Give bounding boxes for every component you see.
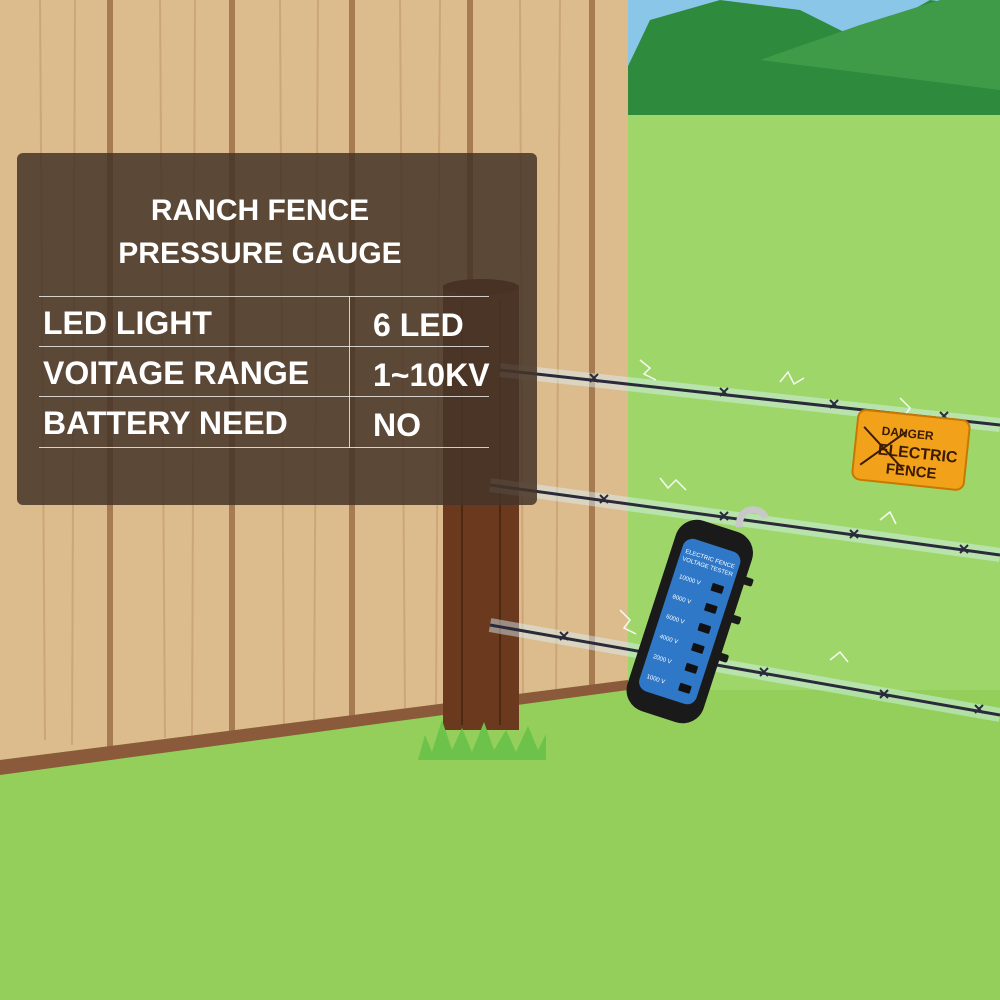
spec-value: 6 LED xyxy=(373,307,464,343)
sign-line-3: FENCE xyxy=(885,460,937,482)
wire-barbs xyxy=(559,373,984,714)
tester-level-5: 2000 V xyxy=(652,654,672,666)
tester-level-4: 4000 V xyxy=(659,634,679,646)
spec-panel xyxy=(17,153,537,505)
tester-level-3: 6000 V xyxy=(665,614,685,626)
panel-title-line-2: PRESSURE GAUGE xyxy=(118,237,402,270)
voltage-tester: ELECTRIC FENCE VOLTAGE TESTER 10000 V 80… xyxy=(626,506,769,724)
spec-value: NO xyxy=(373,407,421,443)
spec-value: 1~10KV xyxy=(373,357,490,393)
tester-level-2: 8000 V xyxy=(672,594,692,606)
spec-label: VOITAGE RANGE xyxy=(43,355,310,391)
danger-sign: DANGER ELECTRIC FENCE xyxy=(851,409,971,491)
tester-level-6: 1000 V xyxy=(646,674,666,686)
panel-title-line-1: RANCH FENCE xyxy=(150,194,370,227)
electric-sparks xyxy=(619,359,911,663)
spec-label: LED LIGHT xyxy=(43,305,212,341)
grass-tuft xyxy=(418,720,546,760)
hills-far xyxy=(760,0,1000,90)
spec-row-led-light: LED LIGHT 6 LED xyxy=(39,296,489,347)
spec-label: BATTERY NEED xyxy=(43,405,288,441)
spec-row-voltage-range: VOITAGE RANGE 1~10KV xyxy=(39,346,490,397)
spec-column-divider xyxy=(349,296,350,448)
spec-row-battery-need: BATTERY NEED NO xyxy=(39,396,489,448)
tester-led-slots xyxy=(678,583,725,694)
sign-line-1: DANGER xyxy=(881,424,935,443)
